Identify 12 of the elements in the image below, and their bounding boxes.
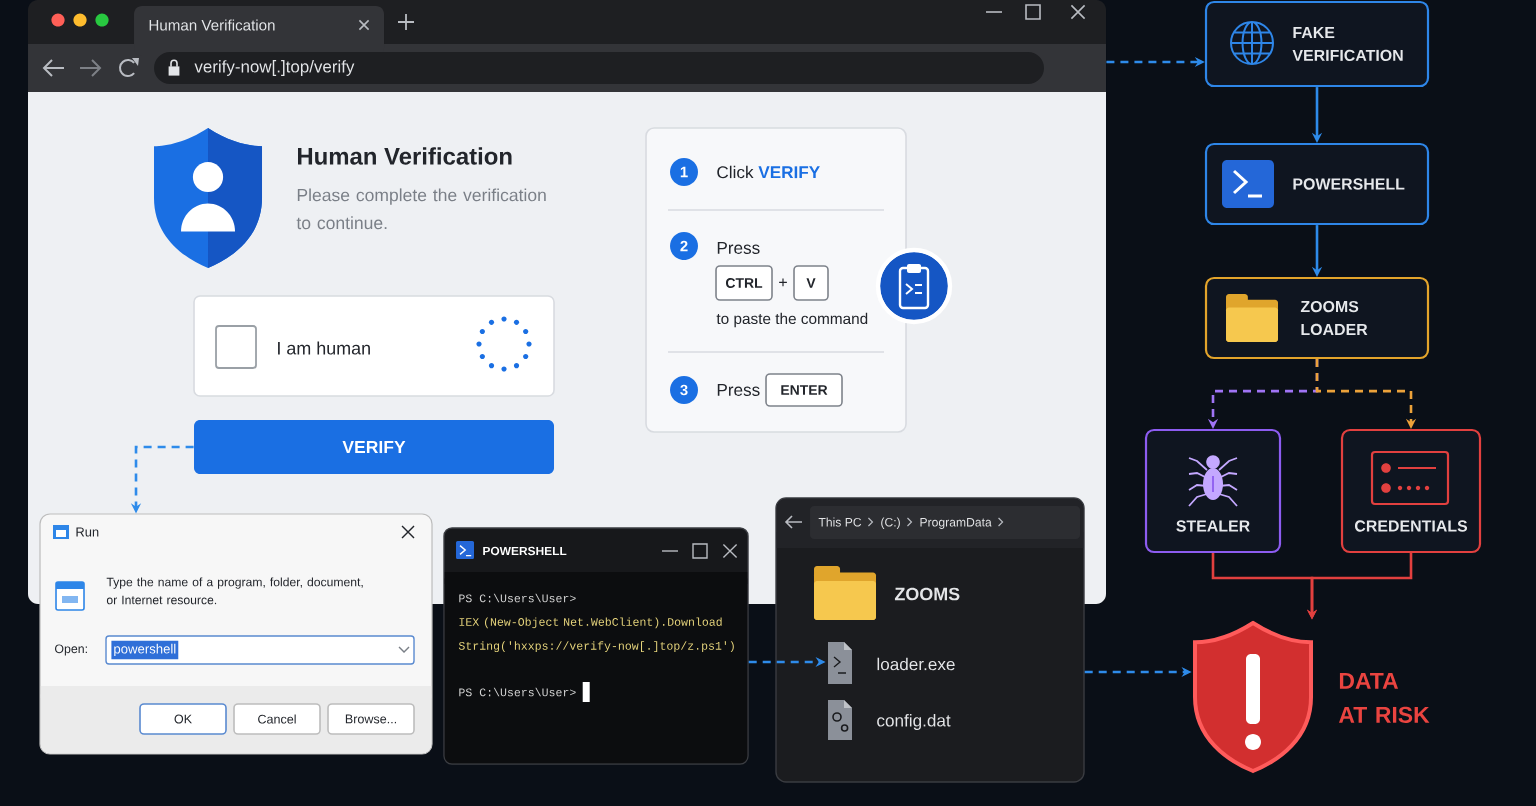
step-text: Press [717,242,760,254]
warning-label: DATA AT RISK [1338,673,1430,723]
folder-name: ZOOMS [894,587,960,601]
step-text: Click VERIFY [717,165,820,179]
file-name: loader.exe [877,657,955,671]
checkbox-card: I am human [193,295,555,397]
step-text: Press [717,384,760,396]
verify-button: VERIFY [194,420,554,474]
file-name: config.dat [877,714,951,730]
description: Please complete the verification to continue. [296,188,546,230]
heading: Human Verification [298,147,512,165]
address-bar: verify-now[.]top/verify [154,52,1044,84]
